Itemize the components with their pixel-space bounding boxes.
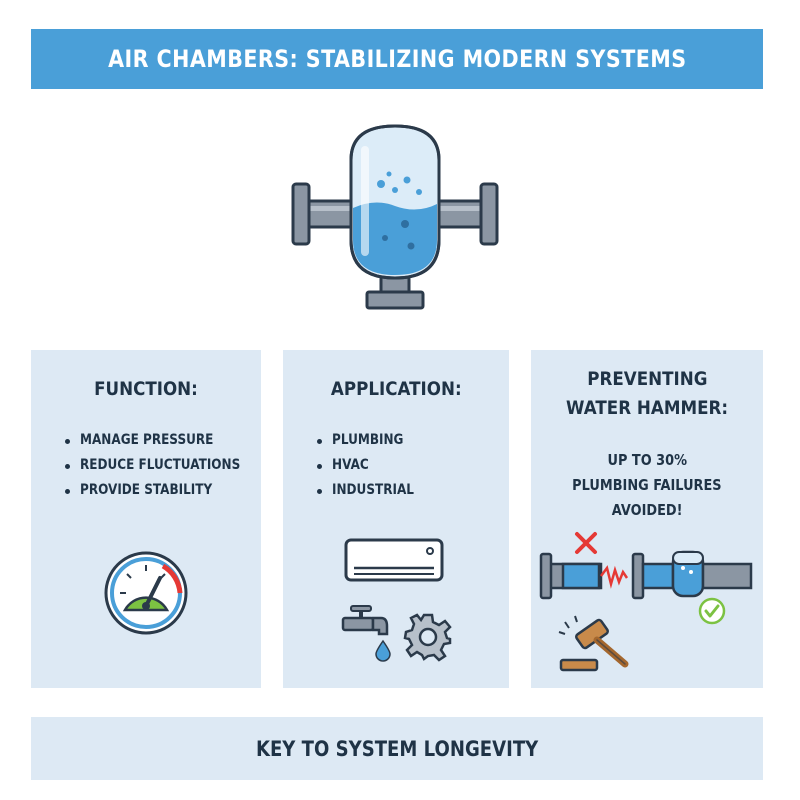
gear-icon: [403, 613, 452, 662]
pipe-icon: [539, 550, 753, 600]
pressure-gauge-icon: [104, 551, 188, 635]
application-title: APPLICATION:: [330, 378, 462, 400]
water-hammer-title-line1: PREVENTING: [586, 368, 708, 390]
list-item: INDUSTRIAL: [317, 478, 427, 503]
footer-text: KEY TO SYSTEM LONGEVITY: [255, 736, 539, 761]
water-drop-icon: [375, 639, 391, 662]
list-item: HVAC: [317, 453, 427, 478]
water-hammer-stat: UP TO 30% PLUMBING FAILURES AVOIDED!: [531, 448, 763, 523]
list-item: MANAGE PRESSURE: [65, 428, 266, 453]
function-panel: FUNCTION: MANAGE PRESSURE REDUCE FLUCTUA…: [31, 350, 261, 688]
gavel-icon: [558, 615, 629, 672]
stat-line2: PLUMBING FAILURES: [572, 476, 722, 494]
list-item: REDUCE FLUCTUATIONS: [65, 453, 266, 478]
application-list: PLUMBING HVAC INDUSTRIAL: [317, 428, 427, 503]
list-item: PLUMBING: [317, 428, 427, 453]
water-hammer-title-line2: WATER HAMMER:: [565, 397, 729, 419]
water-hammer-panel: PREVENTING WATER HAMMER: UP TO 30% PLUMB…: [531, 350, 763, 688]
faucet-icon: [341, 605, 389, 636]
header-banner: AIR CHAMBERS: STABILIZING MODERN SYSTEMS: [31, 29, 763, 89]
stat-line3: AVOIDED!: [611, 501, 683, 519]
stat-line1: UP TO 30%: [607, 451, 687, 469]
air-chamber-illustration: [285, 120, 505, 320]
list-item: PROVIDE STABILITY: [65, 478, 266, 503]
footer-banner: KEY TO SYSTEM LONGEVITY: [31, 717, 763, 780]
function-title: FUNCTION:: [94, 378, 198, 400]
function-list: MANAGE PRESSURE REDUCE FLUCTUATIONS PROV…: [65, 428, 266, 503]
cross-icon: [575, 532, 597, 554]
application-panel: APPLICATION: PLUMBING HVAC INDUSTRIAL: [283, 350, 509, 688]
air-chamber-icon: [291, 124, 499, 310]
air-conditioner-icon: [344, 538, 444, 582]
check-icon: [698, 597, 726, 625]
page-title: AIR CHAMBERS: STABILIZING MODERN SYSTEMS: [107, 45, 687, 73]
